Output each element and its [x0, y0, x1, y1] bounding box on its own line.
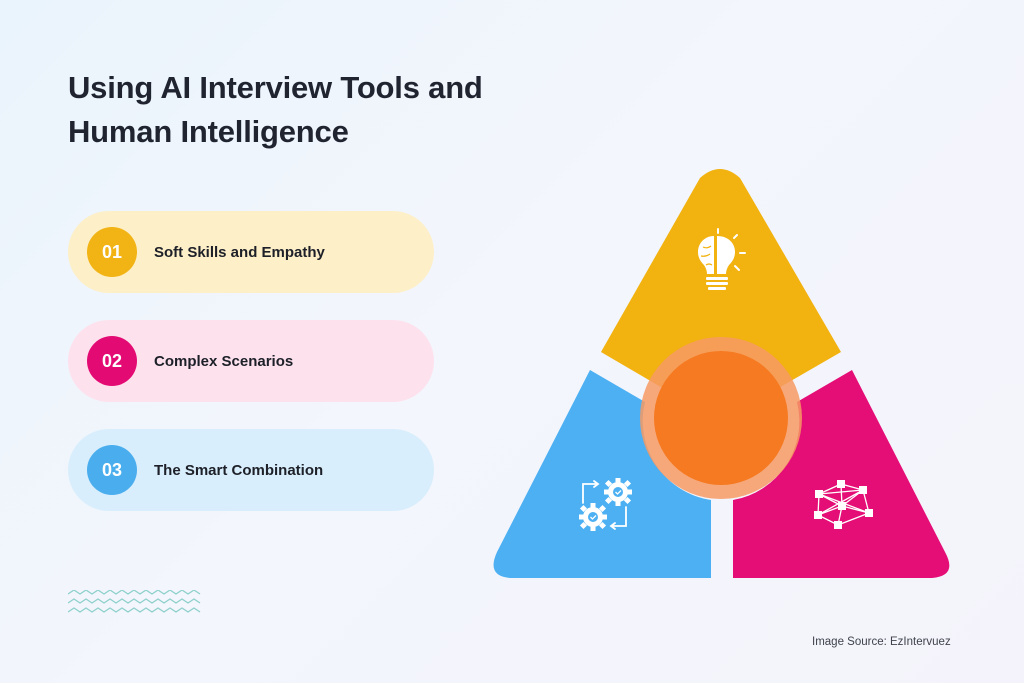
segment-top — [601, 169, 841, 393]
item-label: Soft Skills and Empathy — [154, 243, 325, 261]
list-item-complex-scenarios: 02 Complex Scenarios — [68, 320, 434, 402]
wave-decoration-icon — [68, 590, 201, 613]
item-label: Complex Scenarios — [154, 352, 294, 370]
brain-lightbulb-icon — [698, 228, 746, 290]
title-line-2: Human Intelligence — [68, 114, 349, 149]
gears-cycle-icon — [579, 478, 632, 531]
image-source-caption: Image Source: EzIntervuez — [812, 636, 951, 648]
segment-bottom-right — [733, 370, 950, 578]
number-badge: 02 — [87, 336, 137, 386]
list-item-soft-skills: 01 Soft Skills and Empathy — [68, 211, 434, 293]
network-nodes-icon — [814, 480, 873, 529]
page-title: Using AI Interview Tools and Human Intel… — [68, 66, 483, 154]
title-line-1: Using AI Interview Tools and — [68, 70, 483, 105]
number-badge: 03 — [87, 445, 137, 495]
item-label: The Smart Combination — [154, 461, 324, 479]
number-badge: 01 — [87, 227, 137, 277]
segment-bottom-left — [493, 370, 711, 578]
list-item-smart-combination: 03 The Smart Combination — [68, 429, 434, 511]
center-circle — [640, 337, 802, 499]
